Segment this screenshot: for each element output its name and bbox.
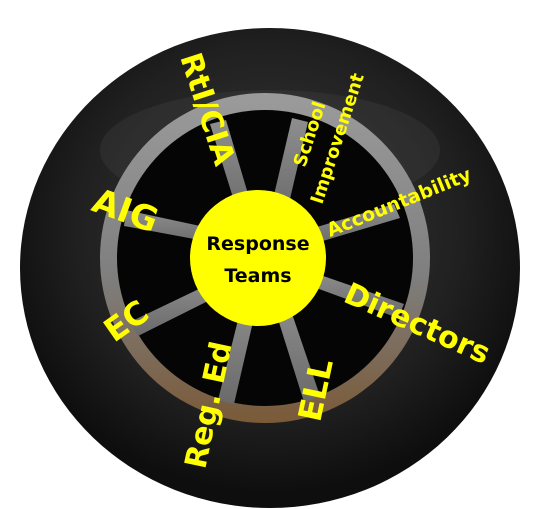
spoke-accountability [300,204,400,246]
hub-title-line2: Teams [224,265,291,287]
spoke-school [270,118,308,216]
spoke-directors [300,270,404,318]
hub-circle [190,190,326,326]
spoke-ell [272,296,320,402]
hub-title-line1: Response [206,233,309,255]
